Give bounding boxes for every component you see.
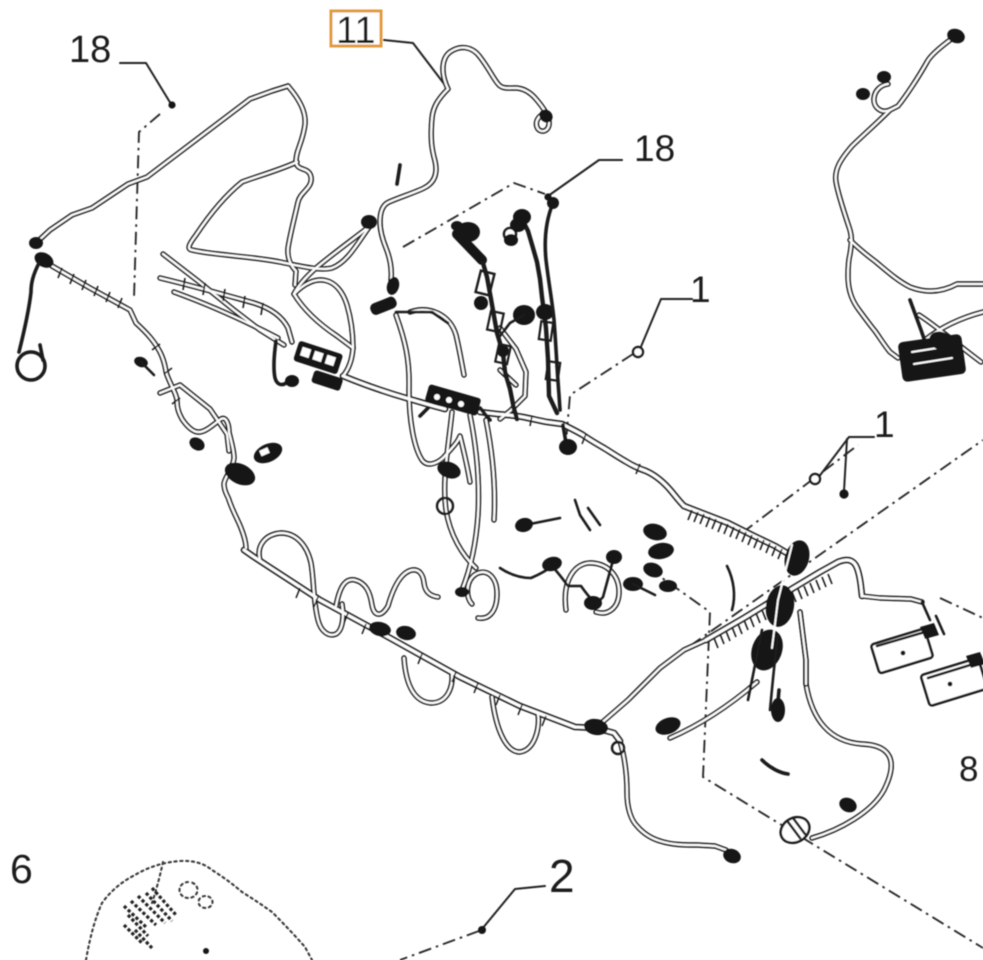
svg-text:18: 18: [634, 128, 675, 169]
svg-text:6: 6: [10, 846, 33, 892]
svg-text:18: 18: [69, 29, 111, 71]
svg-text:8: 8: [959, 750, 978, 789]
svg-text:1: 1: [874, 404, 895, 445]
svg-text:1: 1: [690, 269, 711, 310]
svg-text:11: 11: [336, 10, 375, 52]
svg-text:2: 2: [549, 850, 575, 902]
